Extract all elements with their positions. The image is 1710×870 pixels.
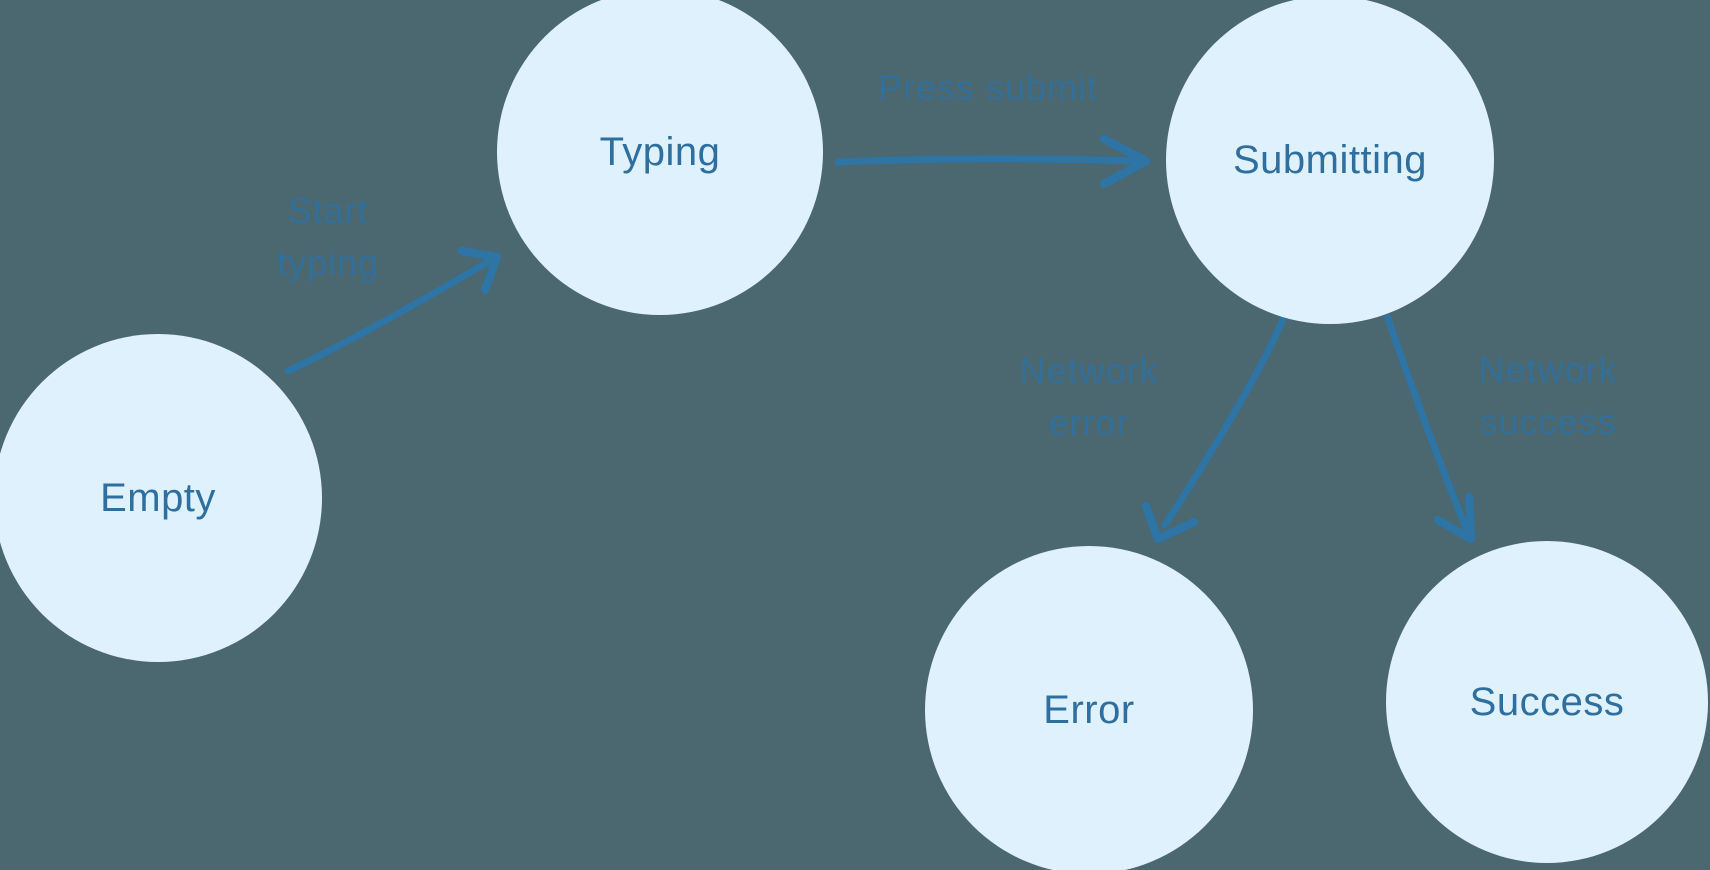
- state-node-typing: Typing: [497, 0, 823, 315]
- edge-line: [1384, 314, 1470, 532]
- edge-label-network-error: Network error: [1019, 345, 1158, 449]
- edge-label-line: Start: [287, 189, 369, 231]
- edge-label-line: typing: [276, 242, 380, 283]
- state-node-label: Empty: [100, 475, 216, 520]
- edge-label-press-submit: Press submit: [878, 62, 1098, 114]
- state-node-submitting: Submitting: [1166, 0, 1494, 324]
- edge-typing-to-submitting: [834, 134, 1151, 189]
- edge-line: [1161, 313, 1288, 529]
- state-node-label: Typing: [599, 129, 721, 174]
- arrowhead-icon: [457, 246, 502, 295]
- edge-label-line: error: [1048, 402, 1130, 443]
- edge-label-network-success: Network success: [1478, 344, 1617, 448]
- state-node-label: Submitting: [1233, 137, 1427, 182]
- state-node-success: Success: [1386, 541, 1708, 863]
- edge-label-start-typing: Start typing: [277, 185, 379, 289]
- edge-label-line: Network: [1478, 348, 1618, 390]
- arrowhead-icon: [1433, 492, 1476, 544]
- edge-submitting-to-error: [1141, 313, 1288, 544]
- state-node-error: Error: [925, 546, 1253, 870]
- arrowhead-icon: [1099, 134, 1151, 189]
- edge-submitting-to-success: [1384, 314, 1476, 544]
- state-node-empty: Empty: [0, 334, 322, 662]
- edge-line: [834, 155, 1142, 166]
- edge-label-line: success: [1479, 401, 1617, 442]
- edge-label-line: Network: [1019, 349, 1159, 391]
- arrowhead-icon: [1141, 501, 1199, 544]
- state-node-label: Error: [1043, 687, 1135, 732]
- edge-label-line: Press submit: [877, 66, 1099, 108]
- state-node-label: Success: [1469, 679, 1625, 724]
